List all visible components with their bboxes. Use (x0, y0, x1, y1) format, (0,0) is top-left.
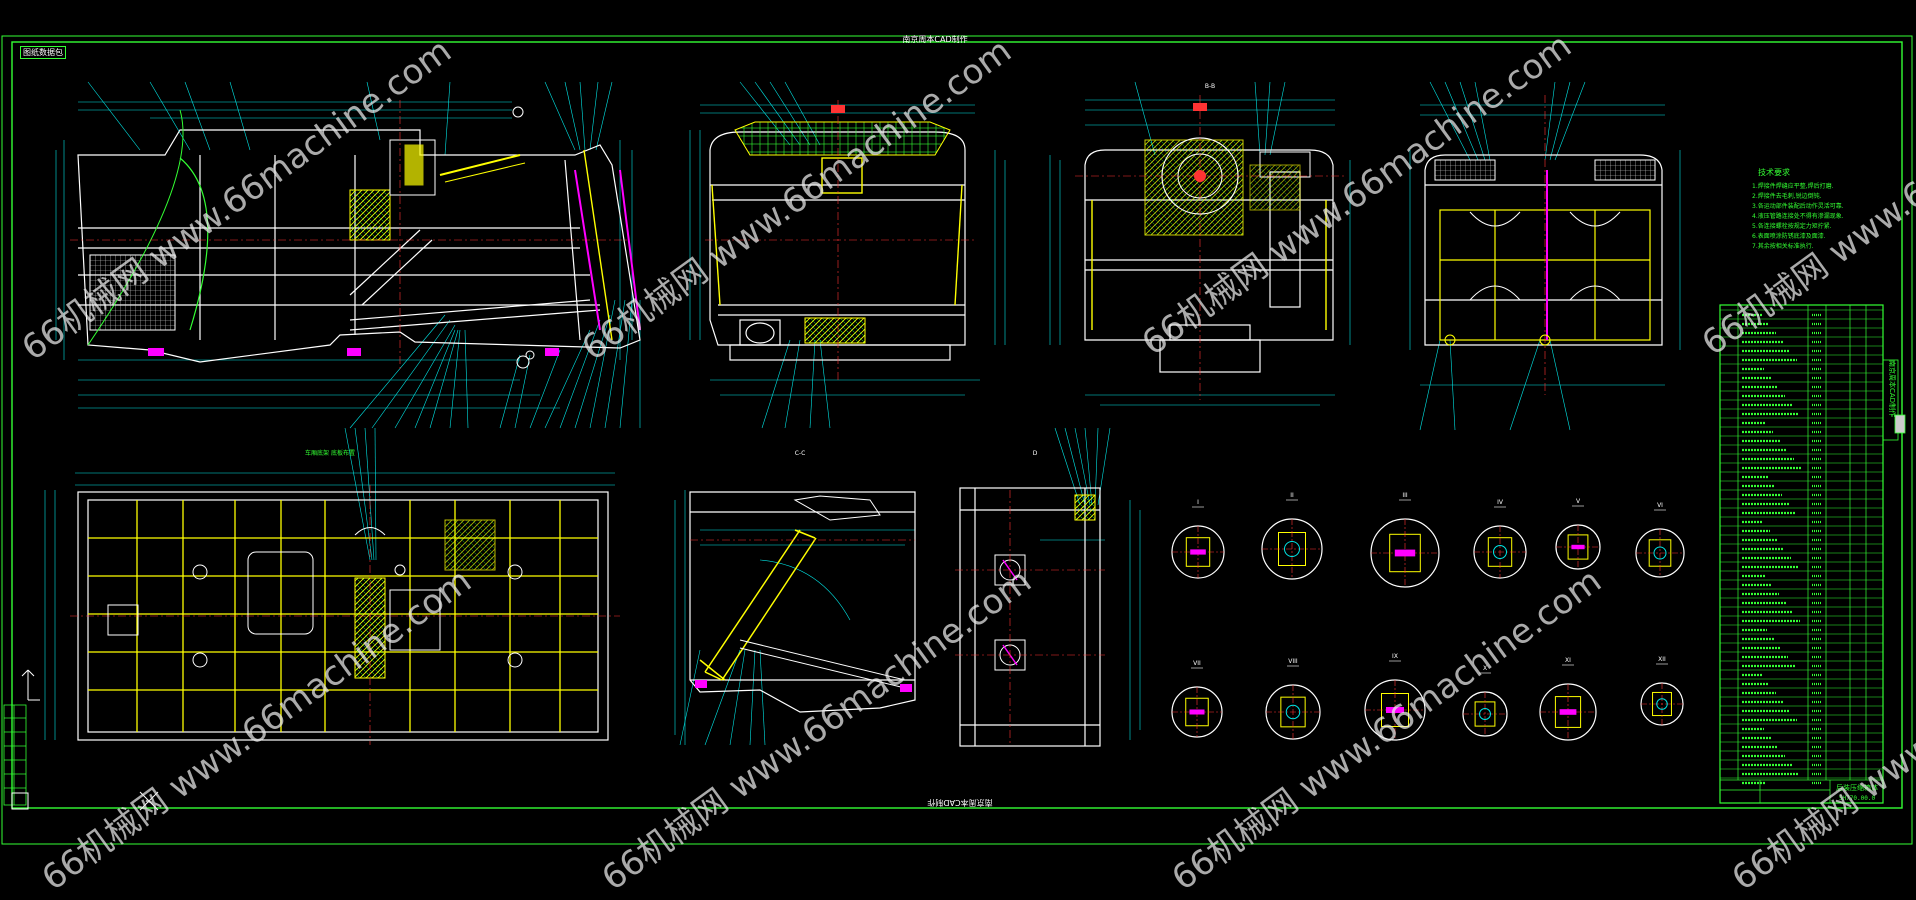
section-view-frame (1409, 81, 1681, 431)
detail-circle (1261, 518, 1323, 580)
detail-label: VII (1193, 660, 1201, 667)
detail-label: IV (1497, 499, 1504, 506)
title-block-name: 后装压缩箱体 (1836, 783, 1878, 792)
detail-circle (1473, 525, 1527, 579)
bottom-caption: 南京周本CAD制作 (927, 798, 992, 808)
note-line: 1.焊接件焊缝应平整,焊后打磨. (1752, 182, 1834, 190)
note-line: 4.液压管路连接处不得有渗漏现象. (1752, 212, 1844, 220)
section-label-cc: C-C (795, 450, 806, 457)
detail-label: VIII (1288, 658, 1298, 665)
technical-notes: 技术要求 1.焊接件焊缝应平整,焊后打磨. 2.焊接件去毛刺,锐边倒钝. 3.各运动… (1752, 167, 1844, 250)
view-d (955, 427, 1141, 747)
plan-view (44, 427, 620, 745)
side-label: 南京周本CAD制作 (1888, 360, 1897, 417)
side-strip (1882, 359, 1906, 441)
drawing-frame (1, 35, 1913, 845)
detail-circle (1635, 528, 1685, 578)
side-elevation-view (55, 81, 641, 429)
ucs-icon (11, 669, 159, 811)
detail-label: X (1483, 665, 1487, 672)
stamp-table (3, 704, 27, 806)
notes-title: 技术要求 (1758, 167, 1790, 177)
detail-label: III (1402, 492, 1408, 499)
note-line: 2.焊接件去毛刺,锐边倒钝. (1752, 192, 1822, 200)
corner-tag: 图纸数据包 (20, 46, 66, 59)
detail-label: IX (1392, 653, 1398, 660)
title-block: 后装压缩箱体 SH770.00.0 (1719, 304, 1884, 804)
detail-label: VI (1657, 502, 1663, 509)
note-line: 7.其余按相关标准执行. (1752, 242, 1814, 250)
section-label-bc: B-B (1205, 83, 1215, 90)
detail-circle (1462, 691, 1508, 737)
note-line: 6.表面喷涂防锈底漆及面漆. (1752, 232, 1826, 240)
note-line: 5.各连接螺栓按规定力矩拧紧. (1752, 222, 1832, 230)
section-label-d: D (1033, 450, 1038, 457)
detail-circle (1539, 683, 1597, 741)
note-line: 3.各运动部件装配后动作灵活可靠. (1752, 202, 1844, 210)
title-block-drawing-no: SH770.00.0 (1839, 795, 1876, 802)
detail-circle (1640, 682, 1684, 726)
detail-circle (1555, 524, 1601, 570)
detail-label: II (1290, 492, 1294, 499)
detail-label: XII (1658, 656, 1666, 663)
cad-drawing-canvas: 技术要求 1.焊接件焊缝应平整,焊后打磨. 2.焊接件去毛刺,锐边倒钝. 3.各运动… (1, 34, 1913, 845)
detail-label: I (1197, 499, 1199, 506)
detail-circle (1370, 518, 1440, 588)
detail-circle (1171, 525, 1225, 579)
detail-circle (1364, 679, 1426, 741)
rear-elevation-view (689, 81, 1006, 429)
section-cc-view (674, 490, 916, 746)
front-elevation-view (1049, 81, 1351, 406)
plan-note: 车厢底架 底板布置 (305, 449, 355, 457)
detail-label: V (1576, 498, 1581, 505)
detail-circle (1171, 686, 1223, 738)
detail-circle (1265, 684, 1321, 740)
detail-label: XI (1565, 657, 1571, 664)
top-caption: 南京周本CAD制作 (902, 34, 967, 44)
